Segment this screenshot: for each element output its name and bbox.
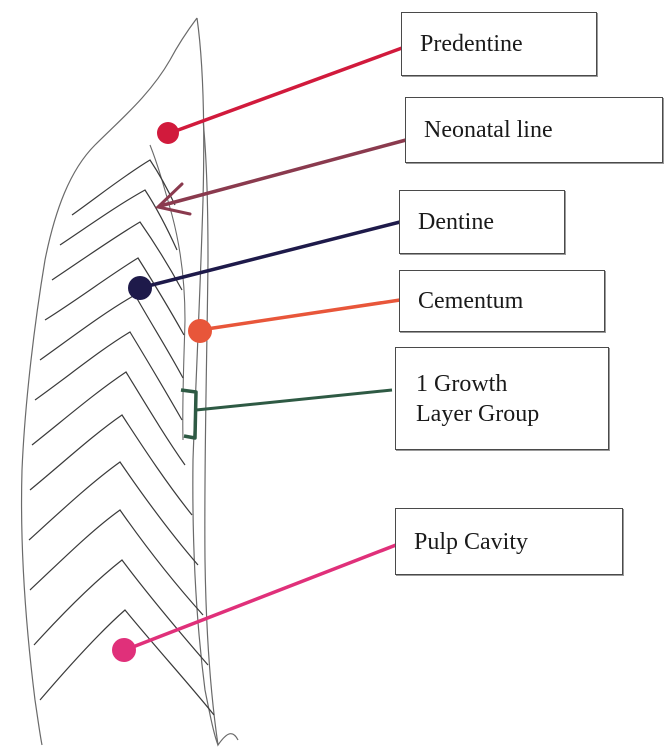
pulp-cavity-marker — [112, 638, 136, 662]
label-dentine: Dentine — [399, 190, 565, 254]
cementum-leader — [200, 300, 400, 330]
growth-layer-leader — [196, 390, 392, 410]
label-predentine: Predentine — [401, 12, 597, 76]
label-predentine-text: Predentine — [420, 29, 596, 59]
dentine-marker — [128, 276, 152, 300]
neonatal-line-leader — [160, 140, 406, 206]
label-neonatal-line: Neonatal line — [405, 97, 663, 163]
predentine-marker — [157, 122, 179, 144]
predentine-leader — [170, 48, 402, 133]
label-cementum-text: Cementum — [418, 286, 604, 316]
label-dentine-text: Dentine — [418, 207, 564, 237]
growth-line — [40, 295, 183, 378]
growth-line — [60, 190, 177, 250]
growth-line — [30, 415, 192, 515]
label-neonatal-line-text: Neonatal line — [424, 115, 662, 145]
label-cementum: Cementum — [399, 270, 605, 332]
label-growth-layer-line1: 1 Growth — [416, 369, 608, 399]
dentine-leader — [140, 222, 400, 288]
label-pulp-cavity-text: Pulp Cavity — [414, 527, 622, 557]
growth-line — [35, 332, 182, 420]
label-pulp-cavity: Pulp Cavity — [395, 508, 623, 575]
label-growth-layer-line2: Layer Group — [416, 399, 608, 429]
tooth-outline-inner-left — [193, 18, 218, 745]
growth-line — [52, 222, 182, 290]
label-growth-layer-group: 1 Growth Layer Group — [395, 347, 609, 450]
tooth-outline-right — [203, 120, 238, 745]
growth-line — [45, 258, 184, 335]
cementum-marker — [188, 319, 212, 343]
growth-line — [29, 462, 198, 565]
pulp-cavity-leader — [125, 545, 396, 650]
growth-line — [30, 510, 203, 615]
